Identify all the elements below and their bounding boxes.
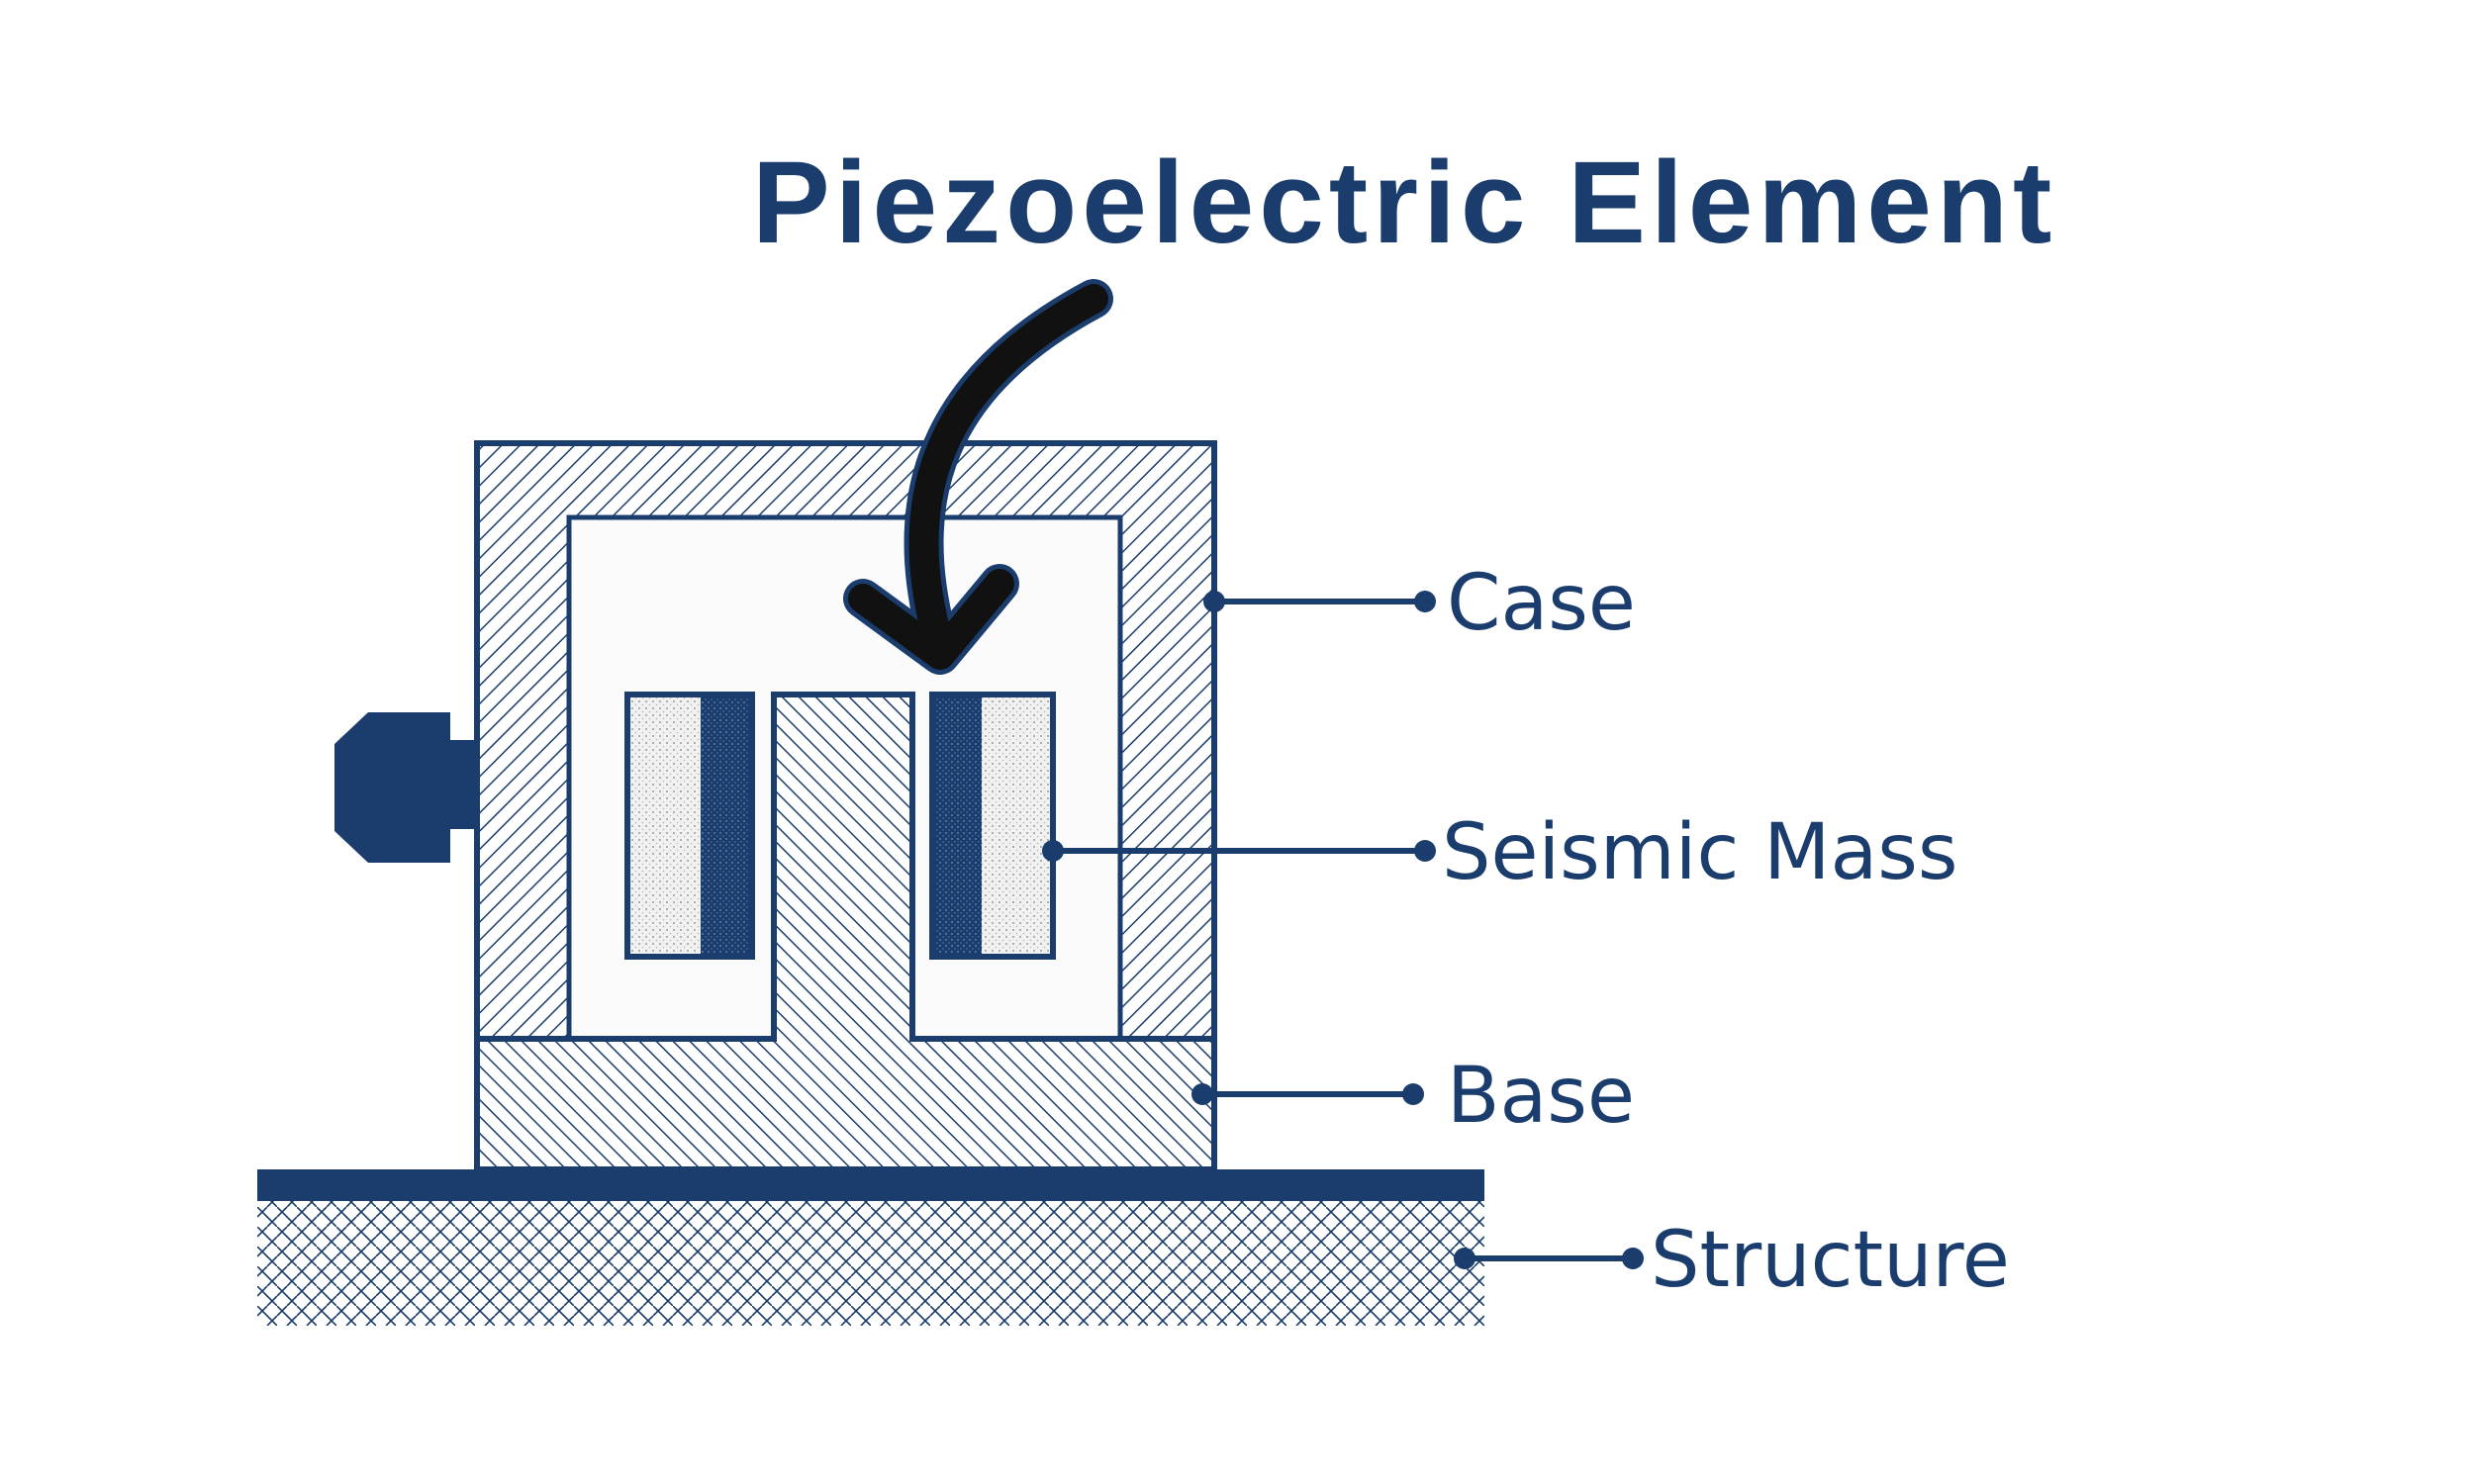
label-seismic-mass: Seismic Mass <box>1442 808 1958 897</box>
seismic-mass-right <box>982 695 1053 957</box>
structure-block <box>257 1197 1484 1326</box>
mounting-plate <box>257 1169 1484 1201</box>
label-structure: Structure <box>1651 1216 2010 1305</box>
diagram-title: Piezoelectric Element <box>752 138 2056 268</box>
pointer-arrow <box>843 279 1113 675</box>
seismic-mass-left-outline <box>624 692 755 960</box>
seismic-mass-right-outline <box>929 692 1056 960</box>
callout-seismic-mass <box>1042 840 1436 862</box>
piezo-strip-left <box>701 695 752 957</box>
label-base: Base <box>1447 1052 1635 1141</box>
callout-base <box>1191 1083 1424 1105</box>
seismic-mass-left <box>627 695 701 957</box>
callout-case <box>1203 591 1436 612</box>
label-case: Case <box>1447 559 1636 648</box>
connector <box>334 712 477 863</box>
base-block <box>474 692 1217 1172</box>
piezo-strip-right <box>932 695 982 957</box>
callout-structure <box>1454 1248 1644 1269</box>
